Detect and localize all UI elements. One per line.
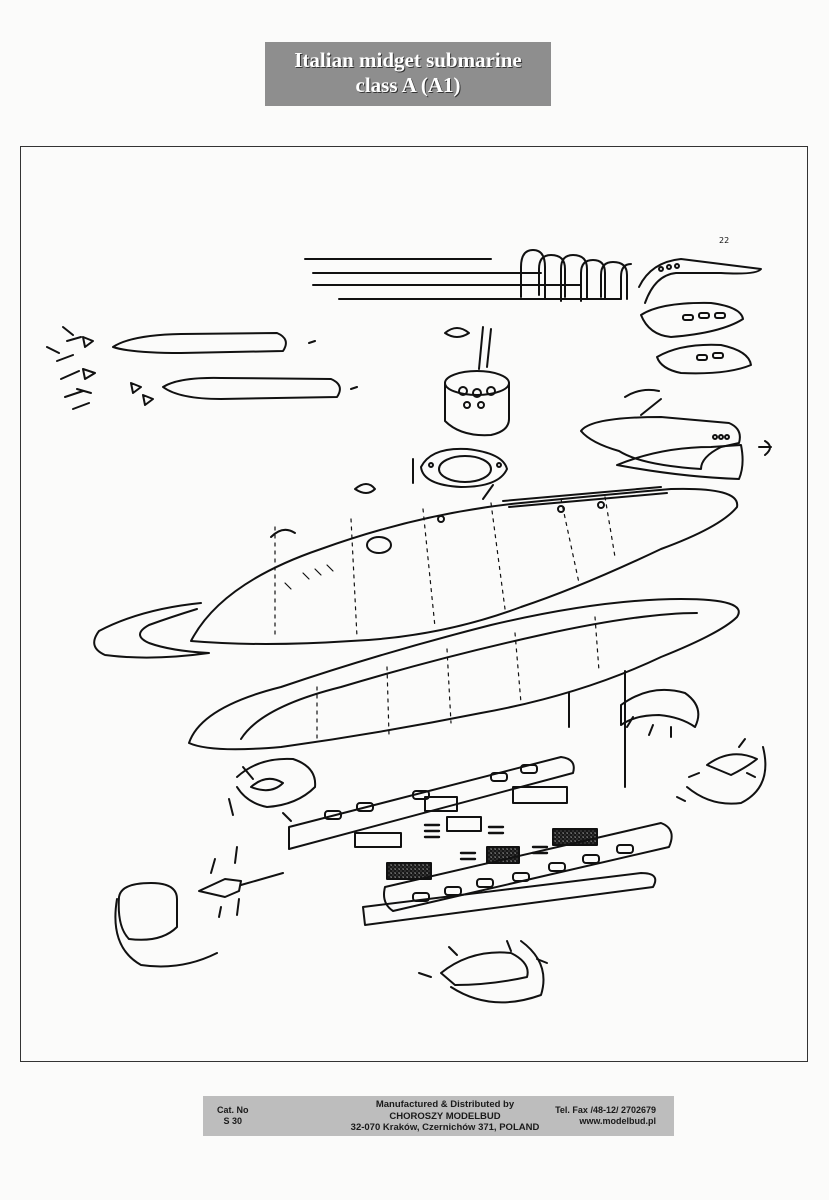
manufacturer-line-2: CHOROSZY MODELBUD <box>389 1110 501 1122</box>
side-plates <box>288 756 673 926</box>
propeller-guards <box>620 688 767 805</box>
website: www.modelbud.pl <box>579 1116 656 1126</box>
hatch-parts <box>270 447 508 538</box>
title-line-1: Italian midget submarine <box>294 48 522 72</box>
assembly-diagram: 22 <box>46 236 772 1004</box>
stern-guard-bottom <box>418 940 548 1004</box>
manufacturer-line-3: 32-070 Kraków, Czernichów 371, POLAND <box>350 1122 540 1133</box>
document-title: Italian midget submarine class A (A1) <box>265 42 551 106</box>
catalog-label: Cat. No <box>217 1105 249 1115</box>
catalog-number: S 30 <box>223 1116 242 1126</box>
contact-info: Tel. Fax /48-12/ 2702679 www.modelbud.pl <box>555 1105 656 1127</box>
catalog-info: Cat. No S 30 <box>217 1105 249 1127</box>
footer-banner: Cat. No S 30 Manufactured & Distributed … <box>203 1096 674 1136</box>
svg-text:22: 22 <box>719 236 729 245</box>
title-line-2: class A (A1) <box>355 73 461 97</box>
manufacturer-line-1: Manufactured & Distributed by <box>375 1099 515 1110</box>
torpedoes <box>46 326 358 410</box>
cockpit-hood <box>580 388 772 480</box>
manufacturer-info: Manufactured & Distributed by CHOROSZY M… <box>315 1099 575 1134</box>
bow-keel <box>93 602 210 659</box>
lower-hull <box>188 598 740 788</box>
assembly-diagram-frame: 22 <box>20 146 808 1062</box>
rail-rods <box>304 249 632 302</box>
phone-fax: Tel. Fax /48-12/ 2702679 <box>555 1105 656 1115</box>
tail-fittings: 22 <box>638 236 762 375</box>
upper-hull <box>190 486 739 645</box>
propeller-assembly <box>114 846 284 968</box>
conning-tower <box>444 326 510 437</box>
stern-guard-left <box>228 757 317 822</box>
